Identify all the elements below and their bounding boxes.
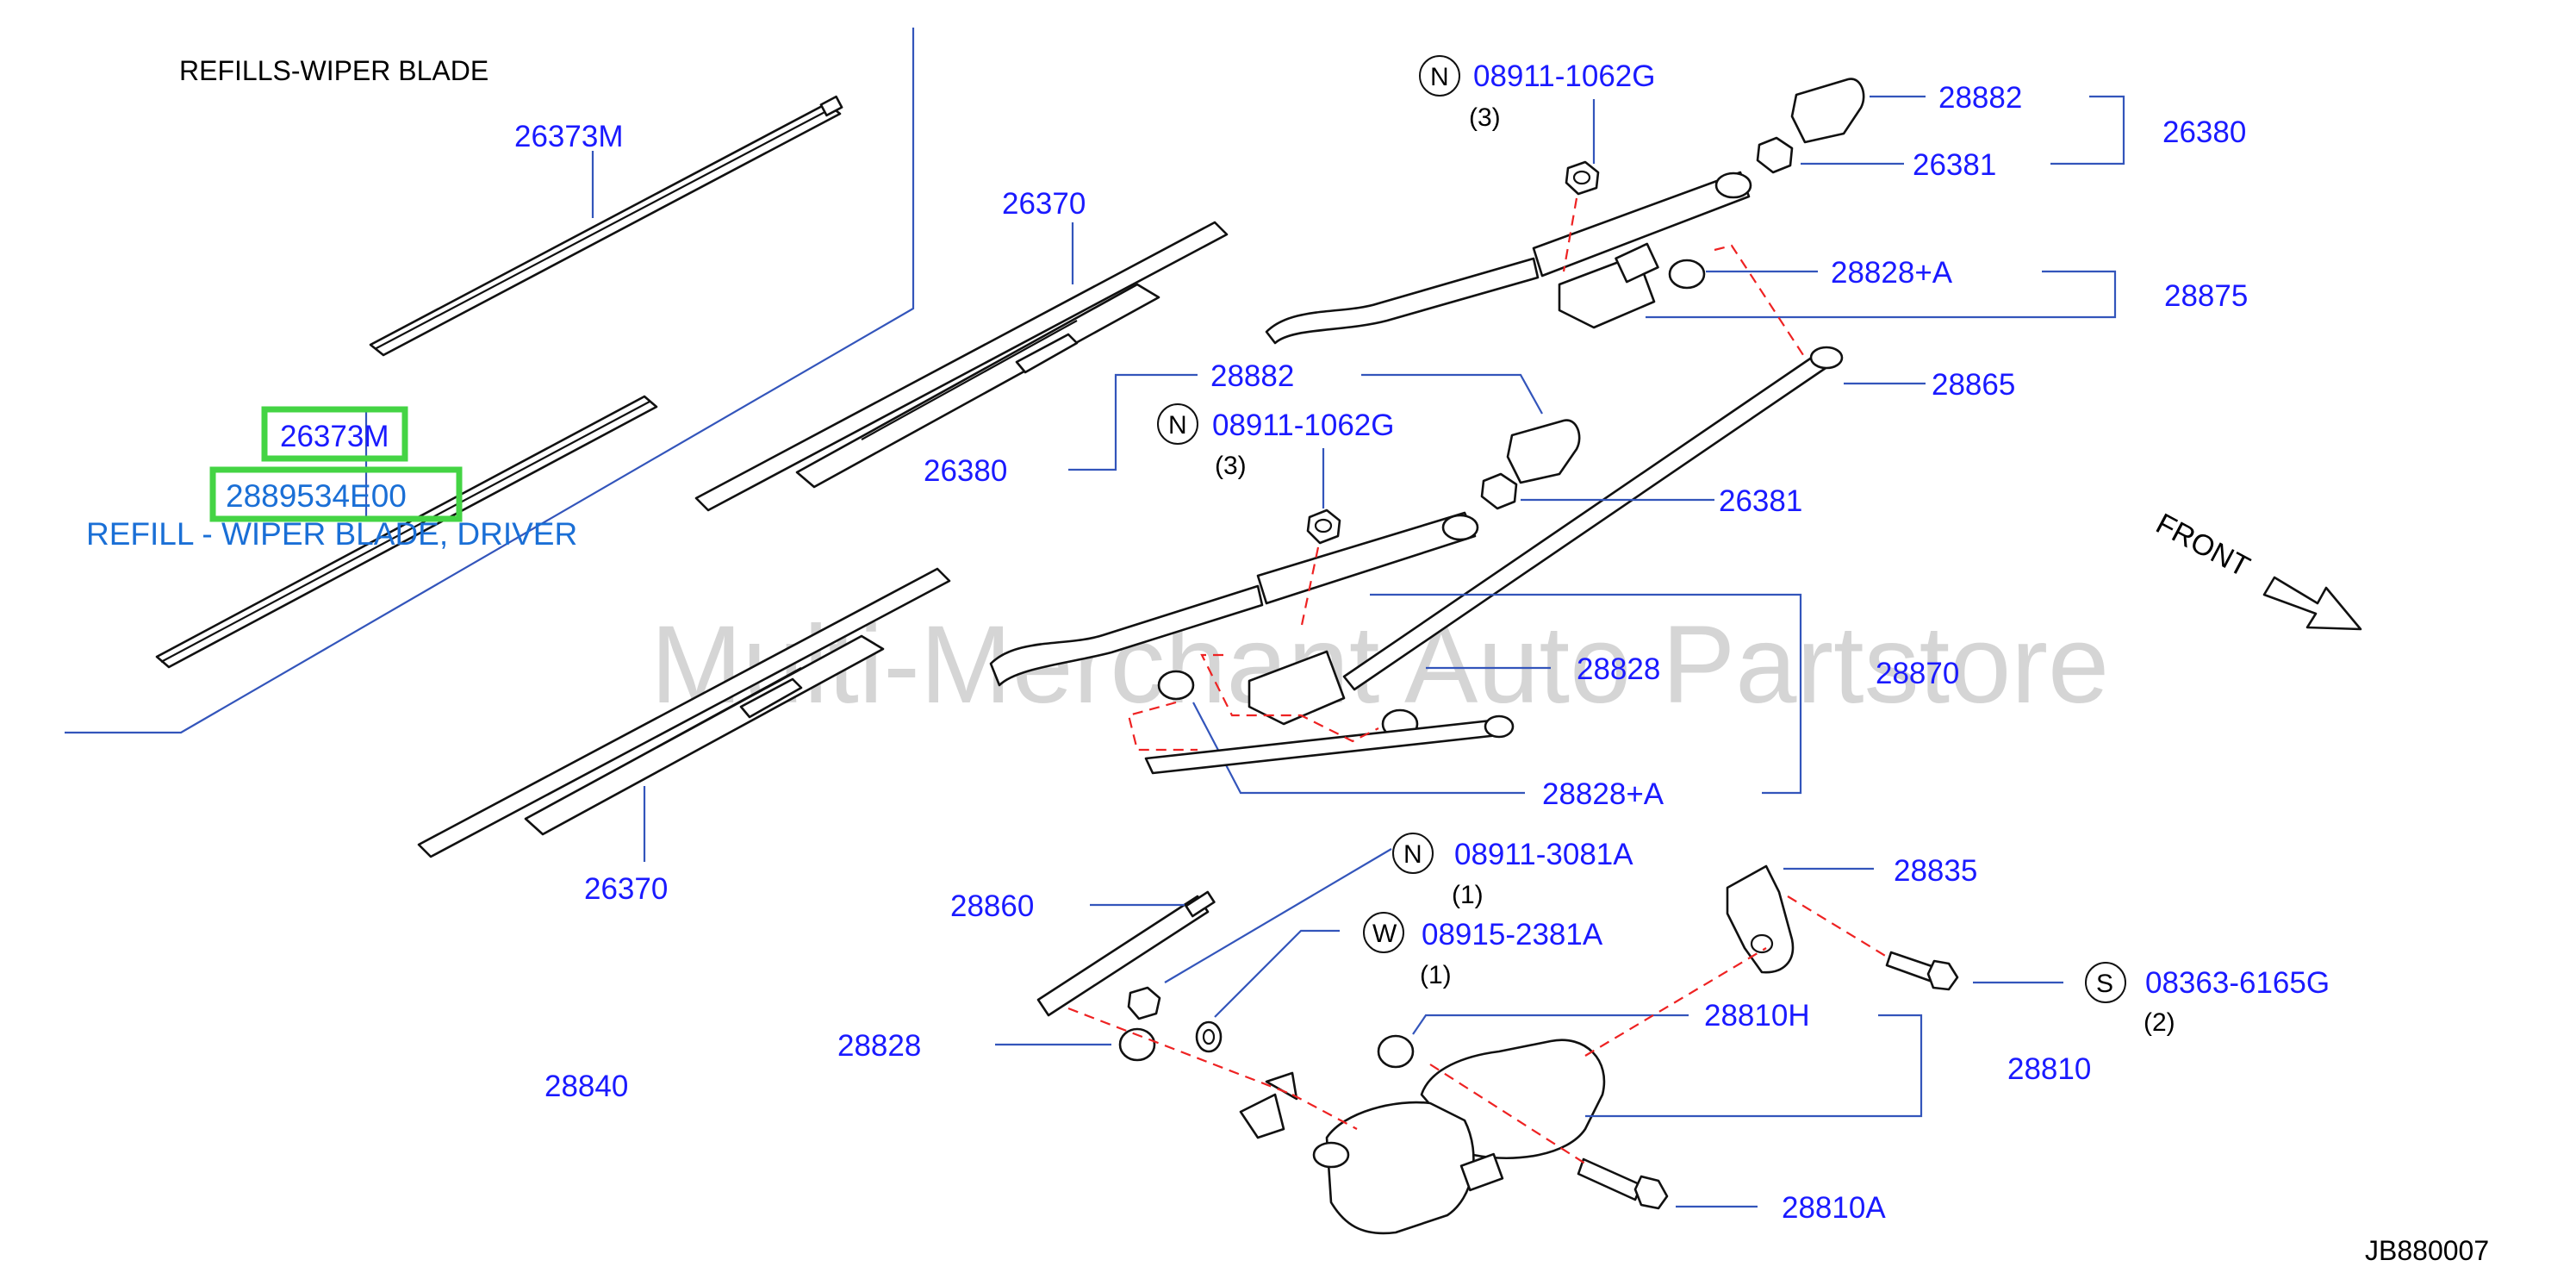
wiper-arm-upper[interactable]: [1265, 171, 1752, 345]
washer-08915-2381a[interactable]: [1195, 1020, 1223, 1053]
bolt-28810a[interactable]: [1577, 1157, 1669, 1210]
symbol-s: S: [2085, 962, 2126, 1003]
leader-28828a-mid: [1192, 702, 1525, 795]
bracket-28875: [1646, 270, 2117, 319]
qty-08911-1062g-mid: (3): [1215, 452, 1247, 480]
label-26380-mid[interactable]: 26380: [924, 454, 1007, 488]
bushing-mid-left[interactable]: [1157, 670, 1195, 701]
link-rod-28865[interactable]: [1342, 346, 1844, 691]
qty-08911-3081a: (1): [1452, 881, 1484, 909]
label-26370-top[interactable]: 26370: [1002, 187, 1086, 221]
pivot-cap-upper[interactable]: [1668, 259, 1706, 290]
bracket-28835[interactable]: [1726, 864, 1795, 974]
label-26370-bot[interactable]: 26370: [584, 872, 668, 906]
label-08911-1062g-top[interactable]: 08911-1062G: [1473, 59, 1655, 93]
label-08363-6165g[interactable]: 08363-6165G: [2145, 966, 2330, 1000]
svg-text:S: S: [2096, 970, 2113, 998]
label-08911-1062g-mid[interactable]: 08911-1062G: [1212, 409, 1394, 442]
qty-08911-1062g-top: (3): [1469, 103, 1501, 132]
bracket-28870: [1370, 593, 1802, 795]
bushing-28828-low[interactable]: [1118, 1027, 1156, 1062]
leader-28810h: [1412, 1014, 1689, 1035]
label-26381-top[interactable]: 26381: [1913, 148, 1996, 182]
label-08911-3081a[interactable]: 08911-3081A: [1454, 838, 1633, 871]
label-28810[interactable]: 28810: [2007, 1052, 2091, 1086]
label-26381-mid[interactable]: 26381: [1719, 484, 1802, 518]
label-28810h[interactable]: 28810H: [1704, 999, 1810, 1033]
label-28828a-mid[interactable]: 28828+A: [1542, 777, 1664, 811]
qty-08363-6165g: (2): [2144, 1008, 2175, 1037]
label-26380-right[interactable]: 26380: [2162, 115, 2246, 149]
highlight-description: REFILL - WIPER BLADE, DRIVER: [86, 516, 577, 552]
svg-text:N: N: [1430, 63, 1449, 91]
wiper-blade-lower[interactable]: [417, 567, 951, 858]
label-26373m[interactable]: 26373M: [514, 120, 623, 153]
label-28835[interactable]: 28835: [1894, 854, 1977, 888]
nut-mid[interactable]: [1306, 508, 1341, 545]
symbol-n-low: N: [1392, 833, 1434, 874]
bracket-26380-mid: [1068, 373, 1198, 471]
highlight-box-part: [261, 406, 408, 462]
bracket-26380-right: [2050, 95, 2125, 165]
leader-08911-3081a: [1164, 848, 1392, 983]
label-28860[interactable]: 28860: [950, 889, 1034, 923]
front-label: FRONT: [2150, 508, 2255, 584]
bolt-08363-6165g[interactable]: [1885, 951, 1959, 991]
front-arrow-icon: [2262, 576, 2362, 631]
nut-upper[interactable]: [1565, 160, 1600, 196]
section-title: REFILLS-WIPER BLADE: [179, 55, 488, 86]
wiper-motor[interactable]: [1312, 1039, 1606, 1235]
label-28828-mid[interactable]: 28828: [1577, 652, 1660, 686]
front-direction-indicator: FRONT: [2150, 508, 2362, 631]
grommet-28810h[interactable]: [1377, 1034, 1415, 1069]
nut-26381-upper[interactable]: [1756, 136, 1794, 174]
leader-28882-mid: [1361, 373, 1543, 415]
label-28810a[interactable]: 28810A: [1782, 1191, 1886, 1225]
cap-28882-upper[interactable]: [1790, 78, 1865, 144]
cap-28882-mid[interactable]: [1506, 419, 1581, 484]
svg-text:W: W: [1372, 920, 1397, 948]
symbol-w: W: [1363, 912, 1404, 953]
label-28875[interactable]: 28875: [2164, 279, 2248, 313]
label-28882-mid[interactable]: 28882: [1210, 359, 1294, 393]
highlight-part-number[interactable]: 26373M: [280, 420, 389, 453]
symbol-n-mid: N: [1157, 403, 1198, 445]
diagram-code: JB880007: [2365, 1235, 2489, 1266]
nut-26381-mid[interactable]: [1480, 472, 1518, 510]
drive-rod-28860[interactable]: [1036, 714, 1515, 1017]
label-28828-low[interactable]: 28828: [837, 1029, 921, 1063]
label-28870[interactable]: 28870: [1876, 657, 1959, 690]
highlight-catalog-number[interactable]: 2889534E00: [226, 478, 407, 514]
label-28840[interactable]: 28840: [544, 1070, 628, 1103]
refill-strip-upper[interactable]: [369, 95, 843, 357]
wiper-blade-upper[interactable]: [694, 221, 1229, 512]
symbol-n-top: N: [1419, 55, 1460, 97]
nut-08911-3081a[interactable]: [1127, 986, 1161, 1020]
svg-text:N: N: [1403, 840, 1422, 869]
bracket-28810: [1585, 1014, 1923, 1118]
assembly-dashes: [1067, 197, 1888, 1164]
refill-strip-lower[interactable]: [155, 395, 658, 669]
label-28865[interactable]: 28865: [1932, 368, 2015, 402]
bracket-clip[interactable]: [1239, 1071, 1298, 1139]
qty-08915-2381a: (1): [1420, 961, 1452, 989]
svg-text:N: N: [1168, 411, 1187, 440]
label-28828a-top[interactable]: 28828+A: [1831, 256, 1953, 290]
label-28882-top[interactable]: 28882: [1938, 81, 2022, 115]
leader-08915-2381a: [1214, 929, 1340, 1018]
highlight-box-number: [209, 466, 463, 522]
label-08915-2381a[interactable]: 08915-2381A: [1422, 918, 1603, 951]
wiper-arm-lower[interactable]: [989, 511, 1479, 726]
refills-section-boundary: [65, 28, 915, 734]
